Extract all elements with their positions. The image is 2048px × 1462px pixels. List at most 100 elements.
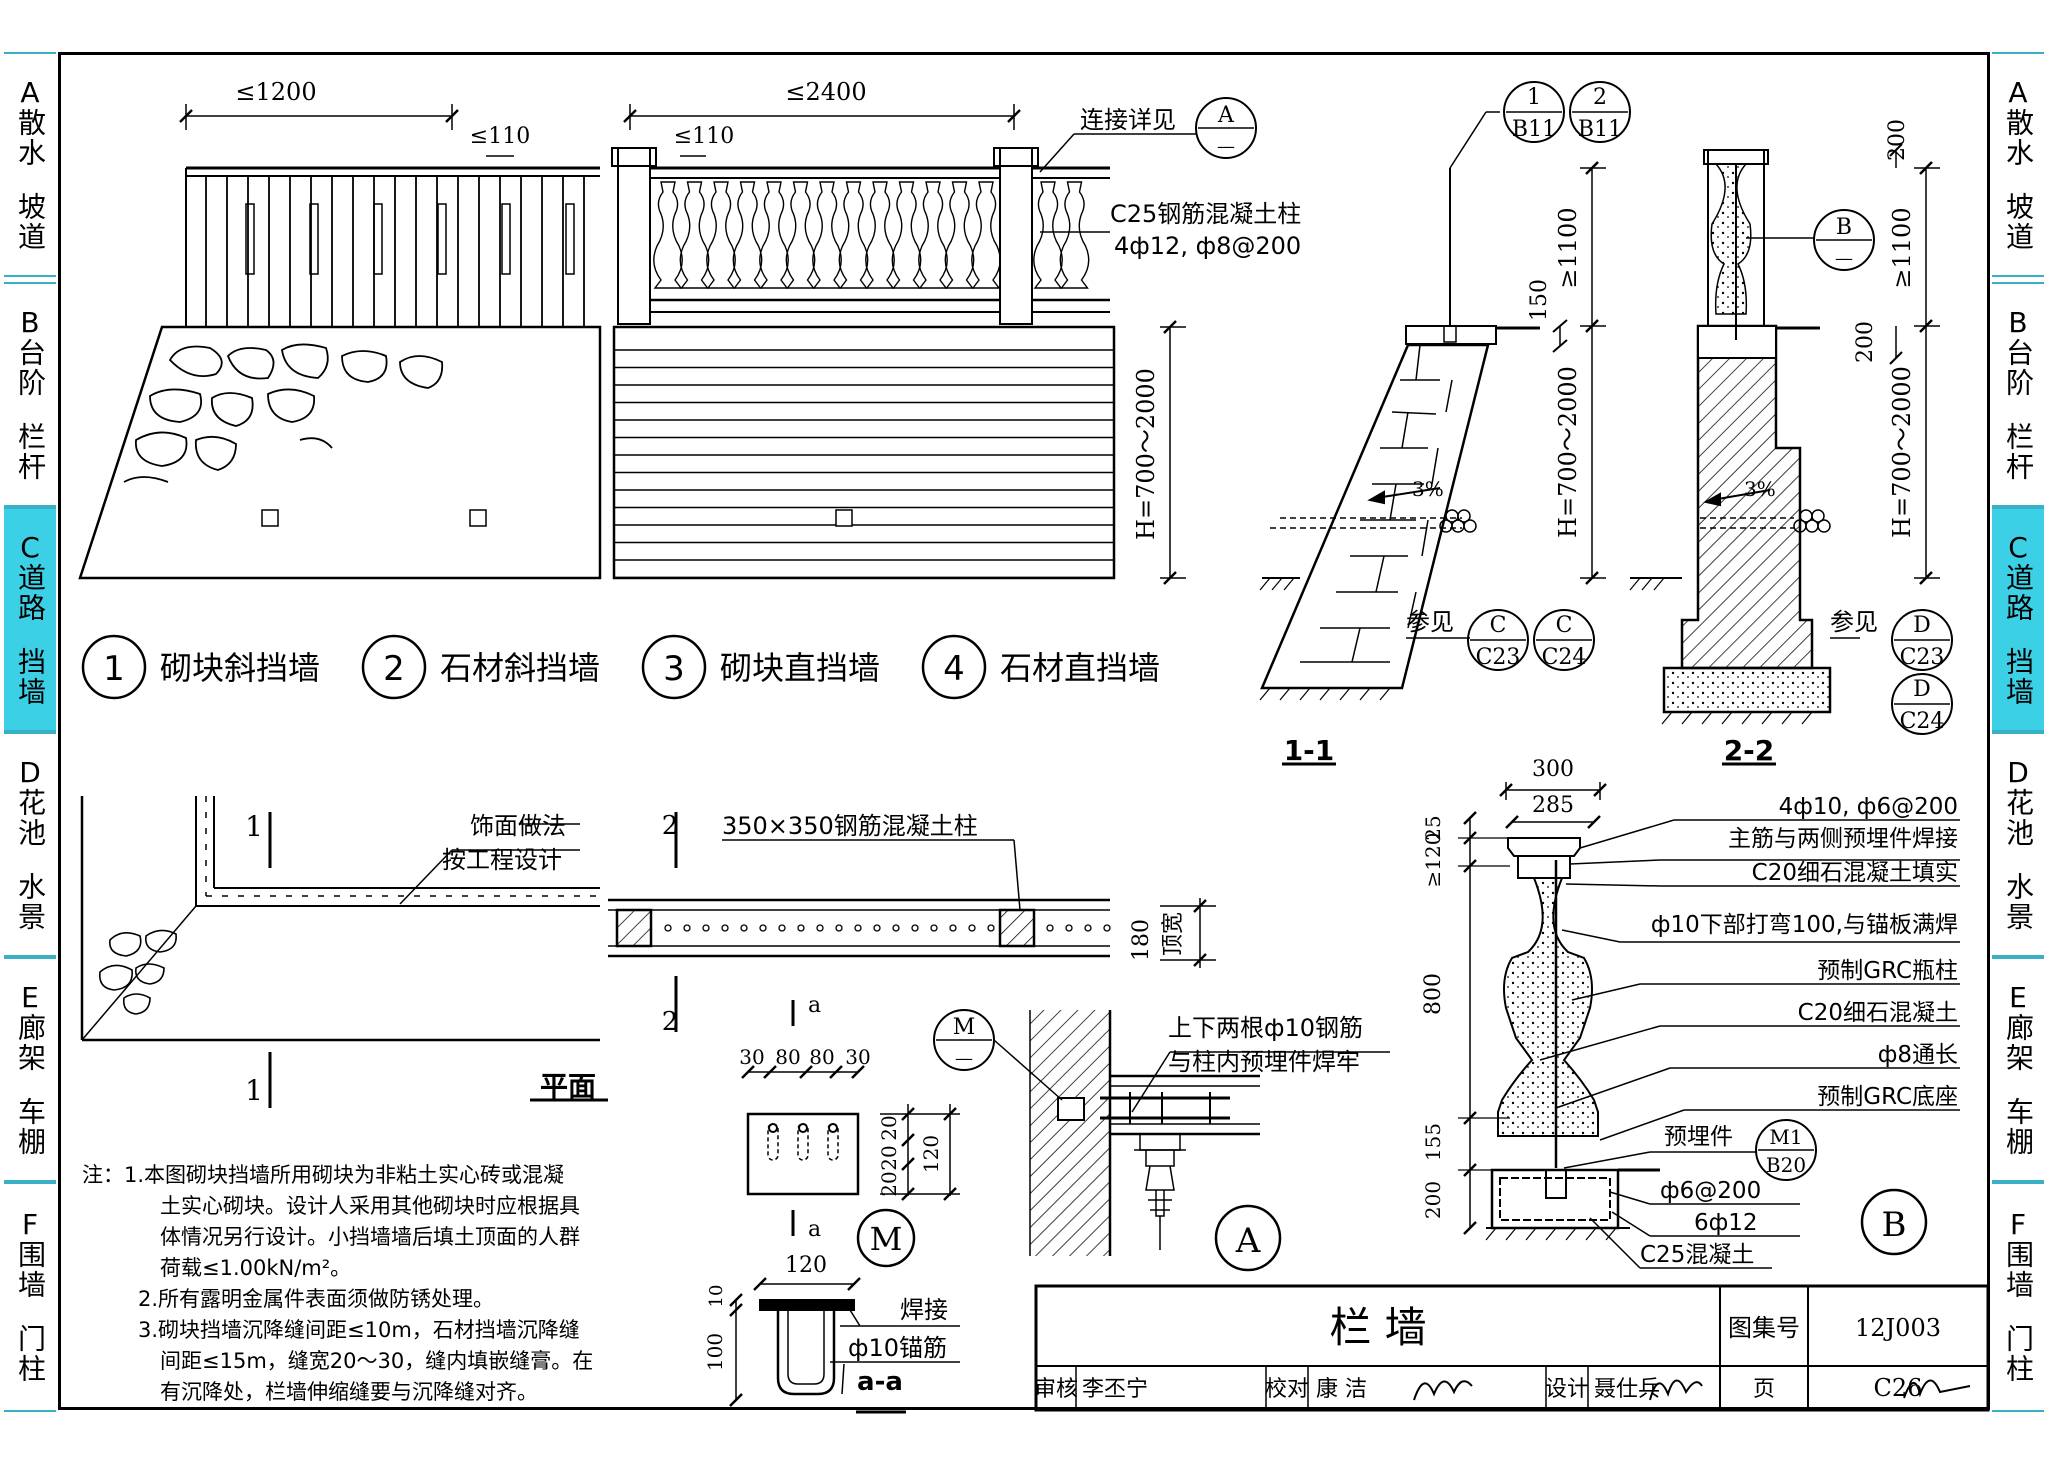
dim-180: 180 <box>1129 919 1154 961</box>
dim-1200: ≤1200 <box>235 78 316 106</box>
ref-c24-22: C24 <box>1900 709 1945 734</box>
note-line: 土实心砌块。设计人采用其他砌块时应根据具 <box>160 1194 580 1218</box>
side-tab-text: 道路 <box>14 562 47 623</box>
note-line: 2.所有露明金属件表面须做防锈处理。 <box>138 1287 495 1311</box>
side-tab-text: 散水 <box>2002 107 2035 168</box>
detail-a-m-sub: — <box>955 1048 973 1069</box>
column-label-1: C25钢筋混凝土柱 <box>1110 200 1301 228</box>
side-tab-text: 门柱 <box>14 1324 47 1384</box>
legend-number: 4 <box>943 649 965 689</box>
drawing-frame <box>58 52 1990 1410</box>
ref-d-2: D <box>1913 677 1931 702</box>
legend-label: 石材斜挡墙 <box>440 649 600 687</box>
legend-number: 1 <box>103 649 125 689</box>
dim-200-22: 200 <box>1853 321 1878 363</box>
side-tab-text: 栏杆 <box>14 421 47 482</box>
callout-stirrup: ф6@200 <box>1660 1178 1761 1204</box>
side-tab-text: 车棚 <box>2002 1096 2035 1157</box>
detail-m-text: a a 30 80 80 30 20 20 20 120 M 120 10 10… <box>703 993 948 1397</box>
plan-cut-1-bottom: 1 <box>245 1074 263 1107</box>
side-tab-text: 坡道 <box>2002 191 2035 252</box>
ref-m1: M1 <box>1769 1125 1802 1149</box>
weld-label: 焊接 <box>900 1296 948 1324</box>
section-2-2-text: 200 ≥1100 200 H=700～2000 3% B — 参见 D C23… <box>1724 119 1945 767</box>
dim-120-b: ≥120 <box>1421 833 1445 888</box>
legend-item: 1 砌块斜挡墙 <box>81 634 320 700</box>
dim-120-side: 120 <box>919 1135 943 1173</box>
note-line: 荷载≤1.00kN/m²。 <box>160 1256 352 1280</box>
dim-200-top: 200 <box>1885 119 1910 161</box>
legend-label: 石材直挡墙 <box>1000 649 1160 687</box>
dim-30-left: 30 <box>739 1045 764 1069</box>
elevation-text: ≤1200 ≤110 ≤2400 ≤110 连接详见 A — C25钢筋混凝土柱… <box>235 78 1301 540</box>
dim-80-right: 80 <box>809 1045 834 1069</box>
side-tab-text: 水景 <box>2002 871 2035 932</box>
side-tab-text: F <box>2009 1208 2027 1241</box>
detail-b-text: 300 285 25 ≥120 800 155 200 4ф10, ф6@200… <box>1421 757 1958 1268</box>
section-title-2-2: 2-2 <box>1724 734 1775 767</box>
dim-25: 25 <box>1421 815 1445 840</box>
elevation-view <box>78 97 1257 585</box>
plan-cut-2-top: 2 <box>662 811 679 841</box>
plan-cut-2-bottom: 2 <box>662 1007 679 1037</box>
callout-grc-column: 预制GRC瓶柱 <box>1817 958 1958 984</box>
plan-text: 1 1 饰面做法 按工程设计 平面 2 2 350×350钢筋混凝土柱 180 … <box>245 810 1186 1107</box>
side-tab-text: F <box>21 1208 39 1241</box>
plan-cut-1-top: 1 <box>245 810 263 843</box>
atlas-label: 图集号 <box>1728 1314 1800 1342</box>
page-number: C26 <box>1874 1374 1923 1402</box>
see-label: 参见 <box>1406 608 1454 636</box>
side-tab-text: 台阶 <box>14 337 47 398</box>
callout-through-bar: ф8通长 <box>1878 1042 1958 1068</box>
ref-c24: C24 <box>1542 645 1587 670</box>
side-tab-text: C <box>20 530 40 564</box>
section-2-2 <box>1629 143 1953 766</box>
side-tab-text: A <box>20 75 40 109</box>
dim-110-right: ≤110 <box>674 124 734 149</box>
side-tab-text: 散水 <box>14 107 47 168</box>
plan-column-label: 350×350钢筋混凝土柱 <box>722 812 978 840</box>
detail-a-note-2: 与柱内预埋件焊牢 <box>1168 1048 1360 1076</box>
dim-285: 285 <box>1532 793 1574 818</box>
connection-ref-sub: — <box>1217 136 1235 157</box>
finish-label-2: 按工程设计 <box>442 846 562 874</box>
detail-m <box>729 1000 960 1414</box>
elevation-height-dim: H=700～2000 <box>1132 368 1160 540</box>
side-tab-text: C <box>2008 530 2028 564</box>
callout-c20: C20细石混凝土 <box>1798 1000 1958 1026</box>
ref-c23-22: C23 <box>1900 645 1945 670</box>
plan-title: 平面 <box>540 1070 596 1103</box>
dim-150: 150 <box>1527 279 1552 321</box>
ref-detail-1-page: B11 <box>1512 117 1556 142</box>
ref-c23: C23 <box>1476 645 1521 670</box>
dim-height: H=700～2000 <box>1554 366 1582 538</box>
slope-label: 3% <box>1412 477 1444 501</box>
page-label: 页 <box>1753 1377 1775 1402</box>
legend-item: 3 砌块直挡墙 <box>641 634 880 700</box>
dim-10: 10 <box>706 1285 727 1308</box>
side-tab-text: A <box>2008 75 2028 109</box>
callout-bend: ф10下部打弯100,与锚板满焊 <box>1651 912 1958 938</box>
dim-110-left: ≤110 <box>470 124 530 149</box>
side-tab-text: 花池 <box>14 787 47 848</box>
dim-2400: ≤2400 <box>785 78 866 106</box>
title-block <box>1034 1284 1990 1412</box>
detail-b <box>1458 782 1960 1269</box>
callout-main-bars: 4ф10, ф6@200 <box>1779 794 1958 820</box>
connection-label: 连接详见 <box>1080 106 1176 134</box>
detail-m-label: M <box>870 1220 903 1258</box>
title-block-text: 栏 墙 图集号 12J003 审核 李丕宁 校对 康 洁 设计 聂仕兵 页 C2… <box>1034 1303 1941 1402</box>
drawing-title: 栏 墙 <box>1329 1303 1426 1352</box>
